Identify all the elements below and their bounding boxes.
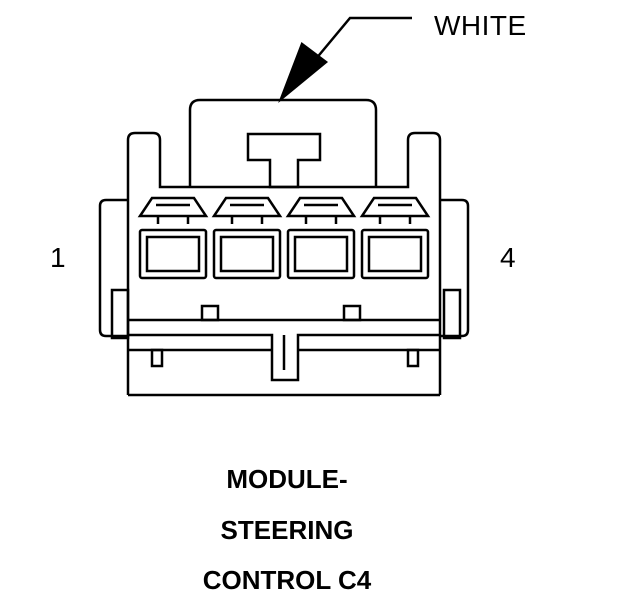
- leader-line: [309, 16, 412, 67]
- pin-cavity: [359, 196, 431, 280]
- lower-notch-right: [406, 348, 420, 368]
- terminal-lock: [137, 196, 209, 224]
- right-flange: [440, 198, 470, 338]
- cavity-inner: [145, 235, 201, 273]
- cavity-inner: [367, 235, 423, 273]
- wire-color-label: WHITE: [434, 10, 527, 41]
- terminal-lock: [359, 196, 431, 224]
- terminal-lock: [211, 196, 283, 224]
- cavity-outer: [138, 228, 208, 280]
- cavity-inner: [293, 235, 349, 273]
- shelf-tab-left: [200, 304, 220, 322]
- key-slot: [128, 333, 440, 382]
- lower-notch-left: [150, 348, 164, 368]
- cavity-inner: [219, 235, 275, 273]
- pin-cavities: [137, 196, 431, 280]
- cavity-outer: [212, 228, 282, 280]
- connector-upper-body: [126, 131, 442, 200]
- cavity-outer: [286, 228, 356, 280]
- cavity-outer: [360, 228, 430, 280]
- pin-cavity: [211, 196, 283, 280]
- pin-number-first: 1: [50, 242, 66, 273]
- terminal-lock: [285, 196, 357, 224]
- latch-hump: [188, 98, 378, 187]
- connector-title-line-2: STEERING: [220, 515, 354, 545]
- connector-title-line-3: CONTROL C4: [202, 565, 372, 595]
- pin-number-last: 4: [500, 242, 516, 273]
- left-flange: [98, 198, 128, 338]
- left-clip: [110, 288, 130, 340]
- connector-title-line-1: MODULE-: [226, 464, 348, 494]
- leader-arrowhead: [278, 42, 329, 103]
- latch-t: [246, 132, 322, 189]
- right-clip: [442, 288, 462, 340]
- pin-cavity: [137, 196, 209, 280]
- shelf-tab-right: [342, 304, 362, 322]
- pin-cavity: [285, 196, 357, 280]
